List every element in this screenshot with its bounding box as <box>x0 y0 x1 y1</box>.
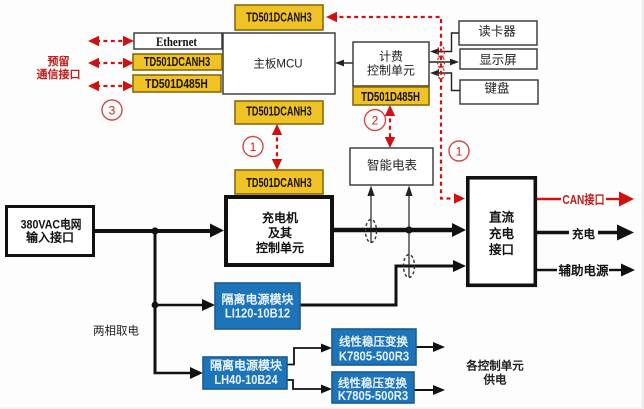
svg-text:读卡器: 读卡器 <box>478 25 516 39</box>
svg-text:TD501DCANH3: TD501DCANH3 <box>246 177 311 191</box>
svg-text:控制单元: 控制单元 <box>367 64 415 78</box>
svg-text:CAN接口: CAN接口 <box>562 192 604 207</box>
svg-text:TD501D485H: TD501D485H <box>361 91 420 104</box>
svg-text:隔离电源模块: 隔离电源模块 <box>210 358 283 373</box>
svg-text:2: 2 <box>372 114 379 128</box>
svg-text:智能电表: 智能电表 <box>367 158 418 173</box>
svg-text:主板MCU: 主板MCU <box>253 57 302 71</box>
svg-text:充电: 充电 <box>572 227 595 241</box>
svg-text:接口: 接口 <box>489 242 514 257</box>
svg-text:充电: 充电 <box>489 226 515 241</box>
svg-text:LI120-10B12: LI120-10B12 <box>225 306 290 321</box>
svg-text:通信接口: 通信接口 <box>37 67 81 81</box>
svg-text:TD501DCANH3: TD501DCANH3 <box>246 105 311 119</box>
svg-text:计费: 计费 <box>379 50 403 64</box>
svg-text:各控制单元: 各控制单元 <box>465 359 524 373</box>
svg-text:控制单元: 控制单元 <box>256 240 304 255</box>
svg-text:K7805-500R3: K7805-500R3 <box>338 388 409 403</box>
svg-text:及其: 及其 <box>268 225 292 240</box>
svg-text:键盘: 键盘 <box>484 81 509 96</box>
svg-text:1: 1 <box>250 140 257 154</box>
svg-text:Ethernet: Ethernet <box>156 35 197 49</box>
svg-text:LH40-10B24: LH40-10B24 <box>214 372 277 387</box>
svg-text:辅助电源: 辅助电源 <box>558 263 609 278</box>
svg-text:K7805-500R3: K7805-500R3 <box>339 349 410 364</box>
svg-text:TD501DCANH3: TD501DCANH3 <box>246 11 311 25</box>
svg-text:直流: 直流 <box>489 210 515 225</box>
svg-text:TD501DCANH3: TD501DCANH3 <box>144 56 210 70</box>
svg-text:线性稳压变换: 线性稳压变换 <box>338 376 407 390</box>
svg-text:线性稳压变换: 线性稳压变换 <box>339 335 408 349</box>
svg-text:380VAC电网: 380VAC电网 <box>21 217 82 232</box>
svg-text:预留: 预留 <box>48 54 70 68</box>
svg-text:1: 1 <box>456 145 463 159</box>
svg-text:充电机: 充电机 <box>262 210 298 225</box>
svg-text:两相取电: 两相取电 <box>93 325 139 338</box>
svg-text:输入接口: 输入接口 <box>26 230 74 245</box>
svg-text:TD501D485H: TD501D485H <box>145 78 208 91</box>
svg-text:供电: 供电 <box>483 373 507 387</box>
svg-text:隔离电源模块: 隔离电源模块 <box>221 292 294 307</box>
svg-text:3: 3 <box>109 104 116 118</box>
svg-text:显示屏: 显示屏 <box>479 53 517 67</box>
